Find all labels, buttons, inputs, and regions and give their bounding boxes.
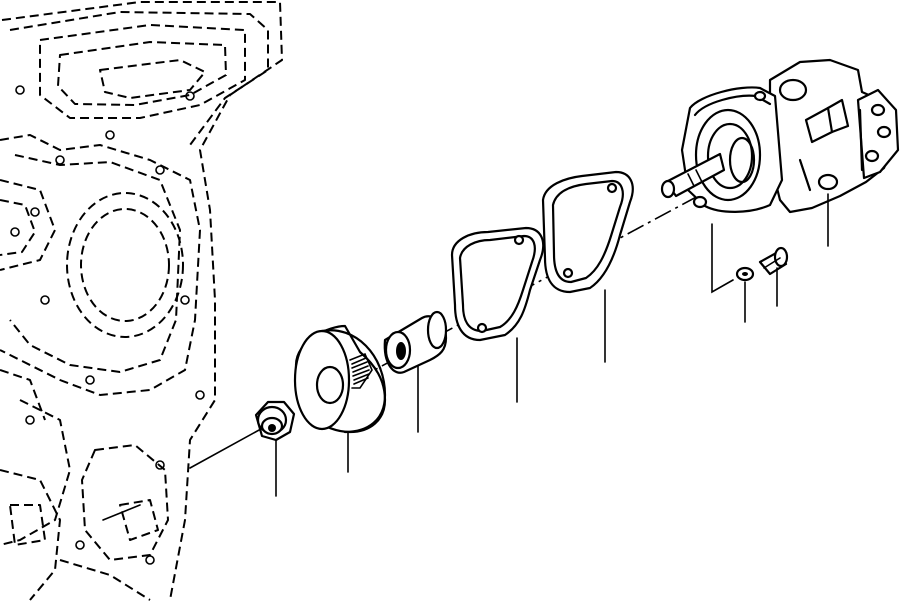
lock-washer: [711, 223, 755, 323]
nut: [254, 400, 296, 497]
sleeve: [383, 310, 448, 433]
adapter-plate: [541, 170, 634, 363]
gear-teeth: [349, 352, 373, 389]
assembly-axis-left: [189, 423, 271, 469]
cap-screw: [758, 246, 789, 307]
drive-gear: [293, 324, 387, 473]
hydraulic-pump: [660, 58, 900, 247]
engine-block: [0, 1, 283, 601]
gasket: [450, 226, 545, 403]
